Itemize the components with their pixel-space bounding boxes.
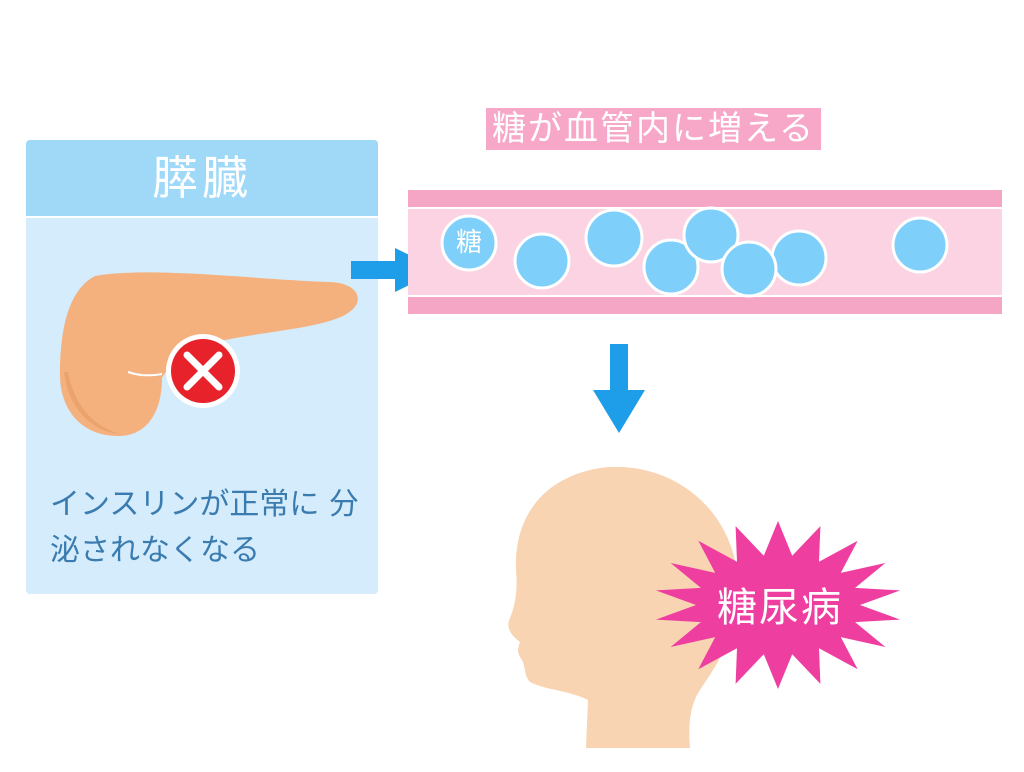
glucose-particle xyxy=(891,216,949,274)
glucose-particle xyxy=(720,240,778,298)
glucose-particle xyxy=(642,238,700,296)
starburst-shape xyxy=(655,521,901,689)
arrow-down-icon xyxy=(593,344,645,433)
vessel-wall-bottom xyxy=(408,296,1002,314)
cross-stroke-b xyxy=(183,351,223,391)
diabetes-label: 糖尿病 xyxy=(717,585,843,631)
vessel-title: 糖が血管内に増える xyxy=(486,108,821,150)
vessel-wall-top xyxy=(408,190,1002,208)
glucose-particle xyxy=(682,206,740,264)
head-shape xyxy=(508,466,739,748)
starburst-polygon xyxy=(655,521,901,689)
glucose-particle xyxy=(770,229,828,287)
glucose-particle xyxy=(584,208,644,268)
pancreas-panel-header-fill xyxy=(26,200,378,216)
pancreas-shade xyxy=(64,372,120,434)
pancreas-duct xyxy=(127,371,163,377)
glucose-label: 糖 xyxy=(455,228,482,258)
glucose-particle-labeled xyxy=(440,214,498,272)
glucose-particles xyxy=(440,206,949,298)
head-silhouette xyxy=(508,466,739,748)
pancreas-panel-caption: インスリンが正常に 分泌されなくなる xyxy=(50,487,359,568)
cross-icon xyxy=(166,334,240,408)
pancreas-panel-title: 膵臓 xyxy=(152,151,252,205)
pancreas-shape xyxy=(60,272,358,436)
arrow-down-head xyxy=(593,390,645,433)
pancreas-organ xyxy=(60,272,358,436)
glucose-particle xyxy=(513,232,571,290)
pancreas-panel-header xyxy=(26,140,378,216)
arrow-down-shaft xyxy=(610,344,628,390)
arrow-right-shaft xyxy=(351,261,395,279)
